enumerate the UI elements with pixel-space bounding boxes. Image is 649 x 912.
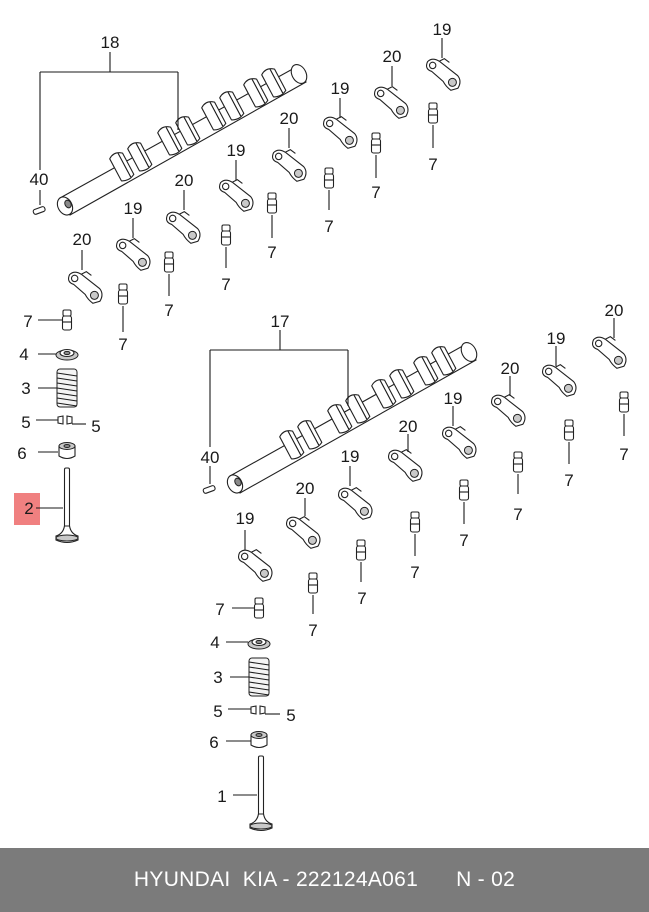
lower-pin: 40 bbox=[201, 448, 220, 494]
label-19-l4: 19 bbox=[547, 329, 566, 348]
label-19-l1: 19 bbox=[236, 509, 255, 528]
label-7-l1: 7 bbox=[215, 600, 224, 619]
label-7-u8: 7 bbox=[428, 155, 437, 174]
page-code: N - 02 bbox=[456, 868, 516, 891]
label-3-upper: 3 bbox=[21, 379, 30, 398]
label-7-l3: 7 bbox=[357, 589, 366, 608]
label-20-l4: 20 bbox=[605, 301, 624, 320]
label-20-l3: 20 bbox=[501, 359, 520, 378]
label-18: 18 bbox=[101, 33, 120, 52]
label-4-lower: 4 bbox=[210, 633, 219, 652]
lower-camshaft bbox=[226, 342, 478, 494]
label-7-l4: 7 bbox=[410, 563, 419, 582]
lower-rocker-set: 19 7 20 7 19 7 20 7 19 7 20 bbox=[215, 301, 633, 640]
part-number-title: HYUNDAI KIA - 222124A061 bbox=[133, 868, 419, 891]
label-2-intake-valve: 2 bbox=[24, 499, 33, 518]
label-5-upper-right: 5 bbox=[91, 417, 100, 436]
label-40-lower: 40 bbox=[201, 448, 220, 467]
label-7-u6: 7 bbox=[324, 217, 333, 236]
label-7-u7: 7 bbox=[371, 183, 380, 202]
upper-camshaft-callout: 18 bbox=[39, 33, 179, 170]
label-17: 17 bbox=[271, 312, 290, 331]
label-7-u3: 7 bbox=[164, 301, 173, 320]
label-6-lower: 6 bbox=[209, 733, 218, 752]
label-5-lower-left: 5 bbox=[213, 702, 222, 721]
label-7-u1: 7 bbox=[23, 312, 32, 331]
label-19-u1: 19 bbox=[124, 199, 143, 218]
lower-valve-stack: 4 3 5 5 6 1 bbox=[209, 633, 296, 832]
upper-rocker-set: 20 7 19 7 20 7 19 7 20 7 19 bbox=[23, 20, 467, 354]
label-4-upper: 4 bbox=[19, 345, 28, 364]
label-7-l2: 7 bbox=[308, 621, 317, 640]
label-20-u4: 20 bbox=[383, 47, 402, 66]
label-20-l2: 20 bbox=[399, 417, 418, 436]
footer-bar: HYUNDAI KIA - 222124A061 N - 02 bbox=[0, 848, 649, 912]
label-3-lower: 3 bbox=[213, 668, 222, 687]
label-7-u2: 7 bbox=[118, 335, 127, 354]
label-20-u3: 20 bbox=[280, 109, 299, 128]
upper-camshaft bbox=[56, 64, 308, 216]
label-7-l7: 7 bbox=[564, 471, 573, 490]
label-19-u3: 19 bbox=[331, 79, 350, 98]
lower-camshaft-callout: 17 bbox=[209, 312, 349, 447]
label-7-l8: 7 bbox=[619, 445, 628, 464]
label-6-upper: 6 bbox=[17, 444, 26, 463]
label-20-l1: 20 bbox=[296, 479, 315, 498]
label-1-exhaust-valve: 1 bbox=[217, 787, 226, 806]
label-20-u2: 20 bbox=[175, 171, 194, 190]
label-7-u4: 7 bbox=[221, 275, 230, 294]
upper-pin: 40 bbox=[30, 170, 49, 215]
label-20-u1: 20 bbox=[73, 230, 92, 249]
label-19-u2: 19 bbox=[227, 141, 246, 160]
highlight-label-2 bbox=[14, 493, 40, 525]
label-19-l2: 19 bbox=[341, 447, 360, 466]
label-7-l5: 7 bbox=[459, 531, 468, 550]
upper-valve-stack: 4 3 5 5 6 2 bbox=[14, 345, 101, 544]
label-40-upper: 40 bbox=[30, 170, 49, 189]
label-19-l3: 19 bbox=[444, 389, 463, 408]
label-7-u5: 7 bbox=[267, 243, 276, 262]
label-7-l6: 7 bbox=[513, 505, 522, 524]
label-5-upper-left: 5 bbox=[21, 413, 30, 432]
label-19-u4: 19 bbox=[433, 20, 452, 39]
label-5-lower-right: 5 bbox=[286, 706, 295, 725]
